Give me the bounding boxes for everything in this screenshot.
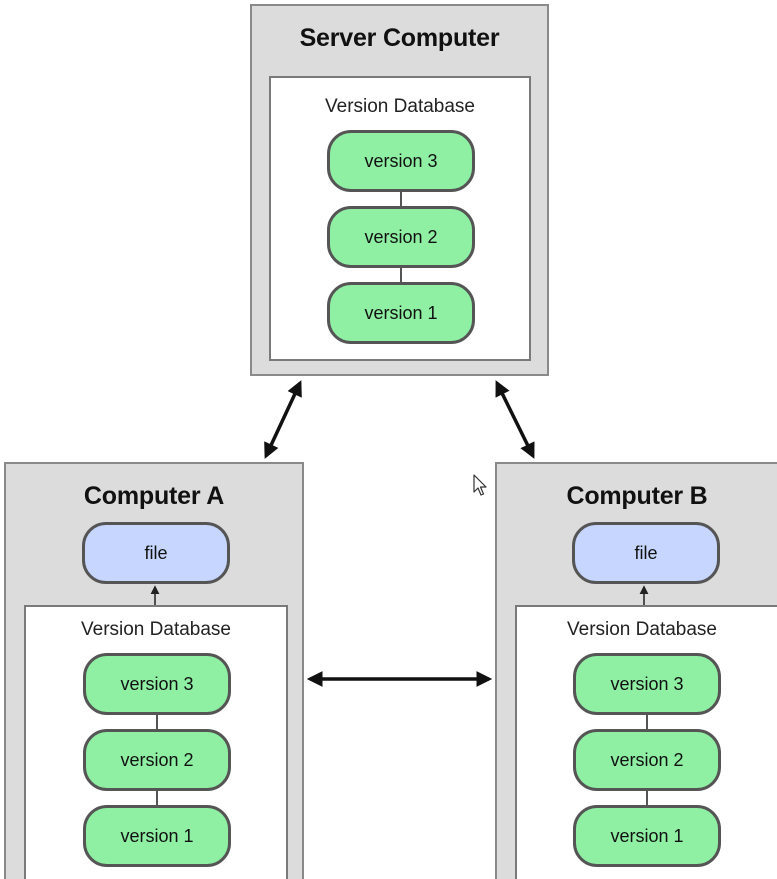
server-version-2: version 2 [327,206,475,268]
server-to-computer-a-arrow [264,380,302,459]
server-connector-2-1 [400,264,402,284]
computer-a-title: Computer A [83,482,225,510]
server-connector-3-2 [400,188,402,208]
computer-a-connector-2-1 [156,787,158,807]
server-version-3: version 3 [327,130,475,192]
computer-a: Computer A file Version Database version… [4,462,304,879]
computer-b-file: file [572,522,720,584]
computer-b-connector-2-1 [646,787,648,807]
server-computer: Server Computer Version Database version… [250,4,549,376]
computer-b-version-1: version 1 [573,805,721,867]
computer-a-version-3: version 3 [83,653,231,715]
server-to-computer-b-arrow [495,380,535,459]
computer-b-version-database: Version Database version 3 version 2 ver… [515,605,777,879]
server-version-1: version 1 [327,282,475,344]
computer-a-version-database: Version Database version 3 version 2 ver… [24,605,288,879]
computer-a-connector-3-2 [156,711,158,731]
computer-a-database-label: Version Database [81,619,231,640]
computer-a-version-1: version 1 [83,805,231,867]
computer-b-version-3: version 3 [573,653,721,715]
computer-b-version-2: version 2 [573,729,721,791]
server-computer-title: Server Computer [299,24,500,52]
computer-b: Computer B file Version Database version… [495,462,777,879]
server-version-database: Version Database version 3 version 2 ver… [269,76,531,361]
computer-a-version-2: version 2 [83,729,231,791]
computer-b-connector-3-2 [646,711,648,731]
computer-b-database-label: Version Database [567,619,717,640]
computer-b-title: Computer B [566,482,708,510]
server-database-label: Version Database [325,96,475,117]
computer-a-file: file [82,522,230,584]
mouse-cursor-icon [473,474,487,496]
